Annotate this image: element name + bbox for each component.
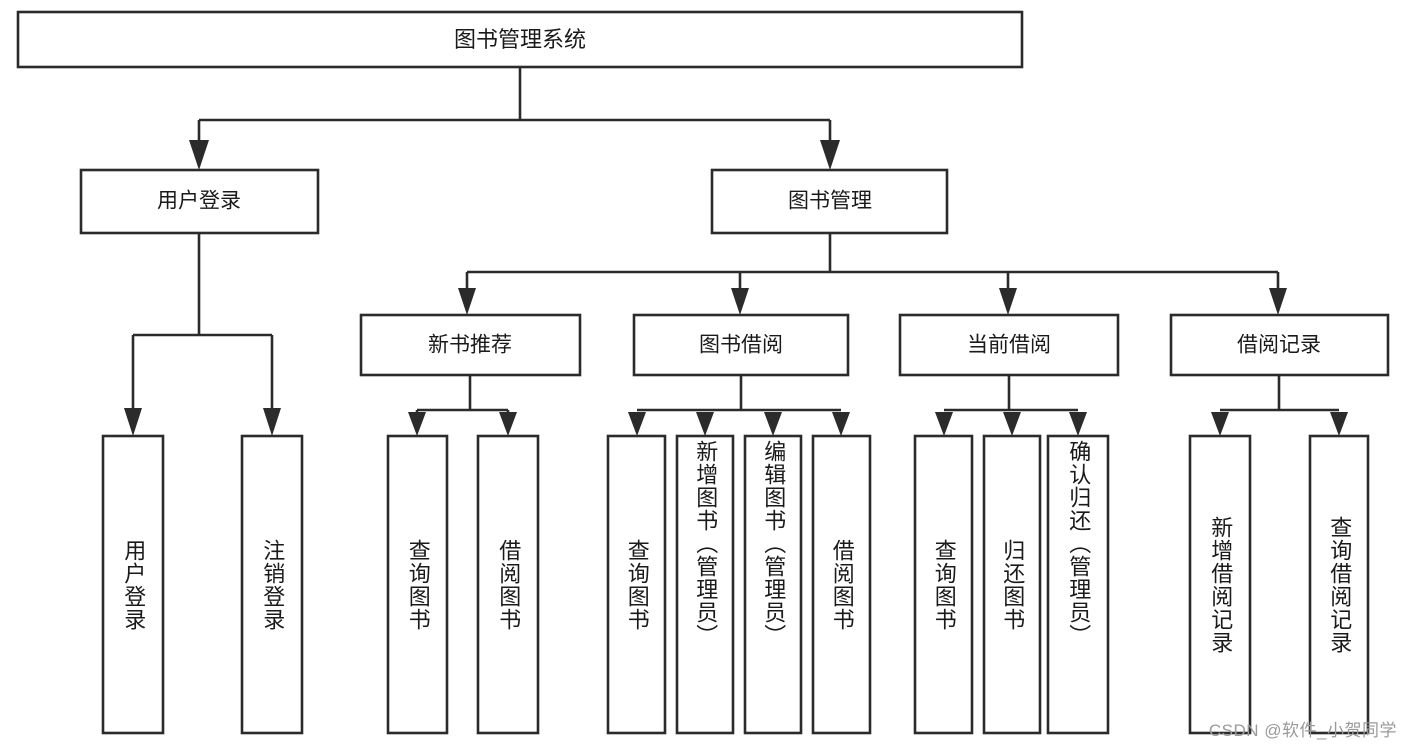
connectors-new-book-children xyxy=(408,375,517,436)
borrow-record-label: 借阅记录 xyxy=(1237,334,1321,357)
arrow-book-borrow-leaf3 xyxy=(764,412,782,436)
leaf-box-confirm-return-admin[interactable] xyxy=(1046,434,1110,735)
leaf-box-borrow-book[interactable] xyxy=(811,434,872,735)
arrow-to-user-login xyxy=(189,140,209,170)
leaf-box-query-book-recommend[interactable] xyxy=(386,434,449,735)
new-book-recommend-label: 新书推荐 xyxy=(428,334,512,357)
arrow-current-borrow-leaf2 xyxy=(1003,412,1021,436)
csdn-watermark: CSDN @软件_小贺同学 xyxy=(1208,721,1397,740)
node-borrow-record[interactable]: 借阅记录 xyxy=(1169,313,1390,377)
leaf-box-user-login[interactable] xyxy=(101,434,165,735)
new-book-recommend-box[interactable] xyxy=(359,313,582,377)
root-label: 图书管理系统 xyxy=(454,27,586,52)
leaf-boxes xyxy=(101,434,1370,735)
connectors-current-borrow-children xyxy=(935,375,1087,436)
leaf-box-return-book[interactable] xyxy=(982,434,1042,735)
book-borrow-box[interactable] xyxy=(632,313,850,377)
node-book-borrow[interactable]: 图书借阅 xyxy=(632,313,850,377)
arrow-to-borrow-record xyxy=(1269,288,1287,315)
arrow-user-login-leaf2 xyxy=(263,408,281,436)
book-manage-label: 图书管理 xyxy=(788,190,872,213)
arrow-borrow-record-leaf2 xyxy=(1330,412,1348,436)
book-borrow-label: 图书借阅 xyxy=(699,334,783,357)
root-box[interactable] xyxy=(16,10,1024,69)
connectors-level1-to-level2 xyxy=(189,67,840,170)
user-login-box[interactable] xyxy=(79,168,320,235)
arrow-borrow-record-leaf1 xyxy=(1211,412,1229,436)
connectors-borrow-record-children xyxy=(1211,375,1348,436)
arrow-book-borrow-leaf1 xyxy=(628,412,646,436)
arrow-to-new-book xyxy=(458,288,476,315)
arrow-new-book-leaf1 xyxy=(408,412,426,436)
arrow-book-borrow-leaf2 xyxy=(696,412,714,436)
arrow-user-login-leaf1 xyxy=(124,408,142,436)
arrow-to-current-borrow xyxy=(999,288,1017,315)
connectors-book-manage-children xyxy=(458,233,1287,315)
arrow-to-book-manage xyxy=(820,140,840,170)
arrow-current-borrow-leaf3 xyxy=(1069,412,1087,436)
borrow-record-box[interactable] xyxy=(1169,313,1390,377)
current-borrow-label: 当前借阅 xyxy=(967,334,1051,357)
arrow-book-borrow-leaf4 xyxy=(832,412,850,436)
node-current-borrow[interactable]: 当前借阅 xyxy=(898,313,1120,377)
node-book-manage[interactable]: 图书管理 xyxy=(710,168,949,235)
connectors-user-login-children xyxy=(124,233,281,436)
arrow-to-book-borrow xyxy=(731,288,749,315)
leaf-box-query-book-current[interactable] xyxy=(913,434,974,735)
leaf-box-query-borrow-record[interactable] xyxy=(1308,434,1370,735)
leaf-box-edit-book-admin[interactable] xyxy=(743,434,803,735)
leaf-box-logout[interactable] xyxy=(240,434,304,735)
arrow-current-borrow-leaf1 xyxy=(935,412,953,436)
leaf-box-add-borrow-record[interactable] xyxy=(1188,434,1252,735)
book-manage-box[interactable] xyxy=(710,168,949,235)
connectors-book-borrow-children xyxy=(628,375,850,436)
current-borrow-box[interactable] xyxy=(898,313,1120,377)
leaf-box-borrow-book-recommend[interactable] xyxy=(476,434,540,735)
node-new-book-recommend[interactable]: 新书推荐 xyxy=(359,313,582,377)
node-user-login[interactable]: 用户登录 xyxy=(79,168,320,235)
node-root[interactable]: 图书管理系统 xyxy=(16,10,1024,69)
leaf-box-add-book-admin[interactable] xyxy=(675,434,735,735)
leaf-box-query-book-borrow[interactable] xyxy=(606,434,667,735)
arrow-new-book-leaf2 xyxy=(499,412,517,436)
user-login-label: 用户登录 xyxy=(157,190,241,213)
